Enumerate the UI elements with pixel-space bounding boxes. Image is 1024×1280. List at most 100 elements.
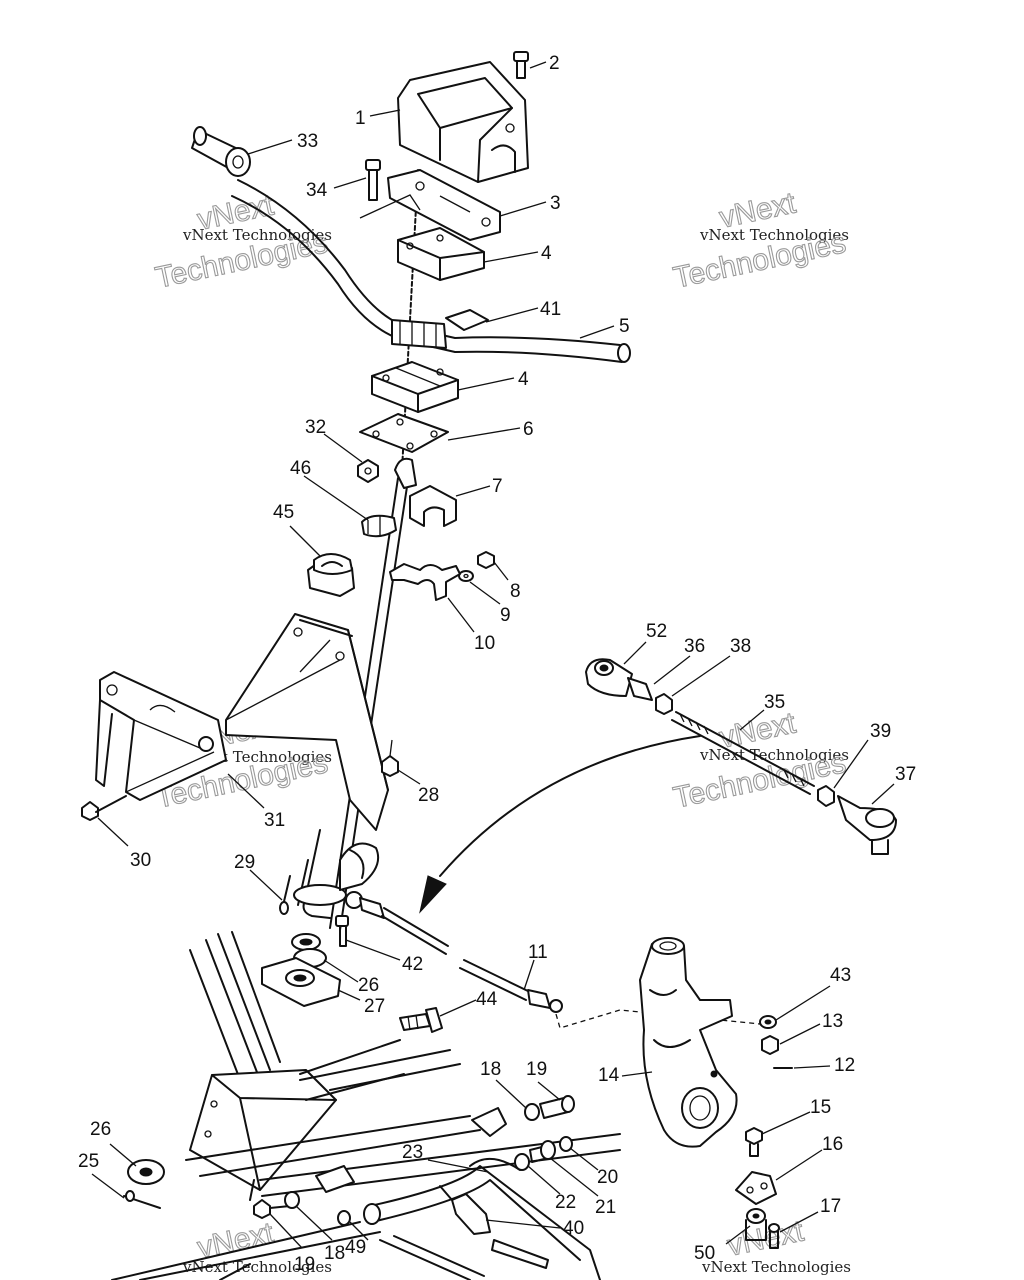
label-18b: 18 bbox=[324, 1243, 345, 1264]
tie-rod-end-37 bbox=[837, 795, 897, 855]
bolt-21 bbox=[529, 1140, 556, 1163]
clamp-plate bbox=[359, 169, 501, 241]
jam-nut-39 bbox=[817, 785, 835, 807]
bolt-34 bbox=[365, 159, 381, 201]
nut-32 bbox=[357, 459, 379, 483]
u-clamp bbox=[389, 563, 461, 601]
spacer-22 bbox=[514, 1153, 530, 1171]
mounting-plate bbox=[359, 413, 449, 453]
nut-28 bbox=[381, 739, 399, 777]
label-7: 7 bbox=[492, 476, 503, 497]
jam-nut-38 bbox=[655, 693, 673, 715]
label-45: 45 bbox=[273, 502, 294, 523]
label-20: 20 bbox=[597, 1167, 618, 1188]
label-19a: 19 bbox=[526, 1059, 547, 1080]
washer-9 bbox=[458, 570, 474, 582]
frame bbox=[111, 931, 621, 1280]
label-15: 15 bbox=[810, 1097, 831, 1118]
label-50: 50 bbox=[694, 1243, 715, 1264]
steering-post bbox=[293, 169, 419, 931]
drag-link bbox=[459, 959, 761, 1029]
side-bracket bbox=[95, 671, 227, 801]
bolt-15 bbox=[745, 1127, 763, 1157]
nut-8 bbox=[477, 551, 495, 569]
label-38: 38 bbox=[730, 636, 751, 657]
label-23: 23 bbox=[402, 1142, 423, 1163]
label-36: 36 bbox=[684, 636, 705, 657]
label-39: 39 bbox=[870, 721, 891, 742]
spindle bbox=[639, 937, 738, 1148]
label-13: 13 bbox=[822, 1011, 843, 1032]
watermark-1: vNext vNext Technologies Technologies bbox=[152, 188, 332, 295]
bushing-7 bbox=[409, 485, 457, 527]
grip bbox=[191, 126, 251, 177]
label-32: 32 bbox=[305, 417, 326, 438]
ring-20 bbox=[559, 1136, 573, 1152]
label-6: 6 bbox=[523, 419, 534, 440]
clamp-block-upper bbox=[397, 227, 485, 281]
label-21: 21 bbox=[595, 1197, 616, 1218]
svg-text:vNext Technologies: vNext Technologies bbox=[182, 1258, 332, 1276]
label-2: 2 bbox=[549, 53, 560, 74]
nut-43 bbox=[759, 1015, 777, 1029]
label-44: 44 bbox=[476, 989, 498, 1010]
jam-nut-36 bbox=[627, 677, 653, 701]
label-43: 43 bbox=[830, 965, 851, 986]
label-26a: 26 bbox=[358, 975, 379, 996]
label-11: 11 bbox=[528, 942, 548, 963]
label-9: 9 bbox=[500, 605, 511, 626]
label-31: 31 bbox=[264, 810, 285, 831]
label-27: 27 bbox=[364, 996, 385, 1017]
handlebar bbox=[231, 179, 631, 363]
screw-2 bbox=[513, 51, 529, 79]
cotter-pin-25 bbox=[123, 1190, 161, 1209]
svg-text:vNext Technologies: vNext Technologies bbox=[699, 226, 849, 244]
label-41: 41 bbox=[540, 299, 561, 320]
bolt-17 bbox=[768, 1223, 780, 1249]
label-10: 10 bbox=[474, 633, 495, 654]
tie-rod-35 bbox=[671, 711, 815, 795]
label-17: 17 bbox=[820, 1196, 841, 1217]
label-52: 52 bbox=[646, 621, 667, 642]
svg-text:vNext Technologies: vNext Technologies bbox=[699, 746, 849, 764]
label-plate-41 bbox=[445, 309, 489, 331]
label-1: 1 bbox=[355, 108, 366, 129]
steering-support bbox=[225, 613, 389, 831]
watermark-2: vNext vNext Technologies Technologies bbox=[670, 186, 849, 295]
clamp-block-lower bbox=[371, 361, 459, 413]
label-30: 30 bbox=[130, 850, 151, 871]
label-25: 25 bbox=[78, 1151, 99, 1172]
part-labels: 1 2 3 4 41 5 34 33 4 6 32 46 7 45 8 9 10… bbox=[78, 53, 916, 1275]
label-42: 42 bbox=[402, 954, 423, 975]
washer-27 bbox=[261, 957, 341, 1007]
label-14: 14 bbox=[598, 1065, 620, 1086]
label-40: 40 bbox=[563, 1218, 584, 1239]
label-46: 46 bbox=[290, 458, 311, 479]
washer-26-lower bbox=[127, 1159, 165, 1185]
bushing-46 bbox=[361, 514, 397, 538]
handlebar-cover bbox=[397, 61, 529, 183]
washer-18-upper bbox=[524, 1103, 540, 1121]
label-35: 35 bbox=[764, 692, 785, 713]
label-37: 37 bbox=[895, 764, 916, 785]
grease-fitting-44 bbox=[399, 1007, 443, 1033]
bolt-30 bbox=[81, 795, 127, 821]
label-33: 33 bbox=[297, 131, 318, 152]
steering-arm-16 bbox=[735, 1171, 777, 1205]
label-4b: 4 bbox=[518, 369, 529, 390]
tie-rod-end-52 bbox=[585, 658, 633, 697]
nut-50 bbox=[745, 1208, 767, 1241]
bushing-45 bbox=[307, 553, 355, 597]
label-5: 5 bbox=[619, 316, 630, 337]
label-16: 16 bbox=[822, 1134, 843, 1155]
svg-text:vNext Technologies: vNext Technologies bbox=[182, 226, 332, 244]
cotter-pin-29 bbox=[279, 875, 291, 915]
label-34: 34 bbox=[306, 180, 328, 201]
washer-18-lower bbox=[284, 1191, 351, 1226]
label-4a: 4 bbox=[541, 243, 552, 264]
curved-arrow bbox=[419, 735, 701, 914]
label-3: 3 bbox=[550, 193, 561, 214]
label-22: 22 bbox=[555, 1192, 576, 1213]
